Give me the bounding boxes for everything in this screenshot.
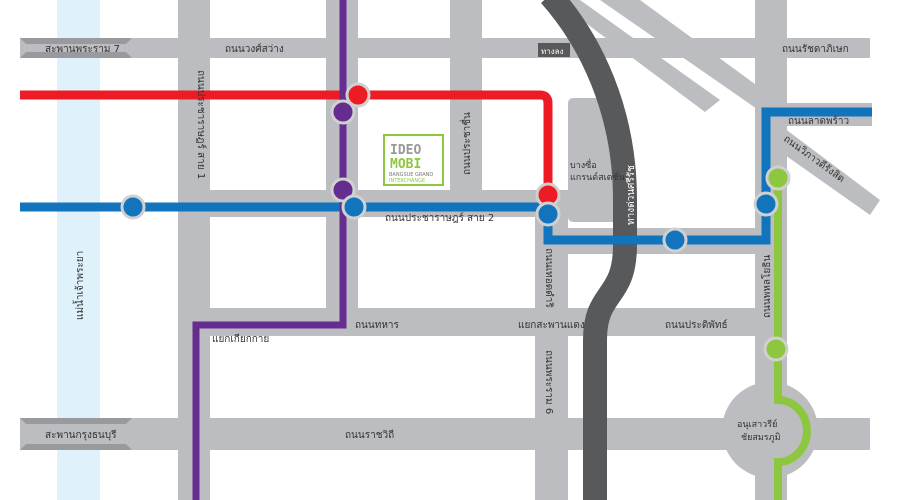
svg-text:INTERCHANGE: INTERCHANGE bbox=[389, 178, 425, 184]
chao-phraya-river bbox=[57, 0, 100, 500]
bridge-krungthon-rail bbox=[20, 418, 132, 424]
svg-text:IDEO: IDEO bbox=[390, 143, 421, 158]
red-line bbox=[20, 90, 553, 195]
label-exit: ทางลง bbox=[541, 47, 564, 56]
station-green-1 bbox=[765, 165, 791, 191]
label-bangsue-1: บางซื่อ bbox=[570, 158, 597, 171]
station-blue-2 bbox=[341, 194, 367, 220]
label-phahonyothin: ถนนพหลโยธิน bbox=[760, 255, 773, 318]
label-expressway: ทางด่วนศรีรัช bbox=[625, 165, 637, 225]
label-ratchadaphisek: ถนนรัชดาภิเษก bbox=[782, 44, 849, 55]
road-viphavadi bbox=[775, 125, 880, 215]
label-victory-1: อนุเสาวรีย์ bbox=[737, 418, 777, 430]
station-blue-4 bbox=[753, 191, 779, 217]
label-victory-2: ชัยสมรภูมิ bbox=[741, 432, 781, 443]
bridge-rama7-rail bbox=[20, 38, 132, 44]
road-pracharuen bbox=[450, 0, 482, 200]
blue-line bbox=[20, 107, 872, 245]
label-ratchawithi: ถนนราชวิถี bbox=[345, 429, 394, 441]
label-rama6: ถนนพระราม 6 bbox=[543, 350, 554, 414]
station-blue-3 bbox=[662, 227, 688, 253]
svg-text:MOBI: MOBI bbox=[390, 157, 421, 172]
station-red-1 bbox=[345, 82, 371, 108]
label-bangsue-2: แกรนด์สเตชั่น bbox=[570, 170, 625, 183]
label-pradiphat: ถนนประดิพัทธ์ bbox=[665, 319, 728, 331]
road-wongsawang bbox=[20, 38, 870, 58]
label-saphan-daeng: แยกสะพานแดง bbox=[518, 320, 585, 331]
label-river: แม่น้ำเจ้าพระยา bbox=[72, 251, 86, 320]
station-purple-1 bbox=[330, 99, 356, 125]
green-line bbox=[774, 180, 811, 500]
label-thahan: ถนนทหาร bbox=[355, 320, 400, 331]
label-rama7-bridge: สะพานพระราม 7 bbox=[45, 44, 120, 55]
label-wongsawang: ถนนวงศ์สว่าง bbox=[225, 43, 284, 55]
label-pracharat-2: ถนนประชาราษฎร์ สาย 2 bbox=[385, 212, 494, 224]
svg-text:BANGSUE GRAND: BANGSUE GRAND bbox=[389, 172, 433, 178]
road-diagonal-1 bbox=[600, 0, 770, 118]
purple-line bbox=[192, 0, 347, 500]
label-ladprao: ถนนลาดพร้าว bbox=[788, 115, 849, 127]
label-thoetdamri: ถนนเทอดดำริ bbox=[543, 248, 554, 308]
label-pracharuen: ถนนประชาชื่น bbox=[459, 112, 473, 175]
station-blue-1 bbox=[120, 194, 146, 220]
label-kiakkai: แยกเกียกกาย bbox=[212, 333, 269, 345]
sirat-expressway bbox=[540, 0, 637, 500]
exit-label-bg bbox=[538, 43, 570, 57]
station-blue-bangsue bbox=[535, 201, 561, 227]
station-green-2 bbox=[763, 336, 789, 362]
road-diagonal-2 bbox=[555, 0, 720, 112]
label-krungthon-bridge: สะพานกรุงธนบุรี bbox=[45, 429, 117, 441]
station-purple-2 bbox=[330, 177, 356, 203]
stations bbox=[120, 82, 791, 362]
label-pracharat-1: ถนนประชาราษฎร์ สาย 1 bbox=[195, 70, 207, 179]
ideo-mobi-logo: IDEO MOBI BANGSUE GRAND INTERCHANGE bbox=[383, 134, 444, 186]
